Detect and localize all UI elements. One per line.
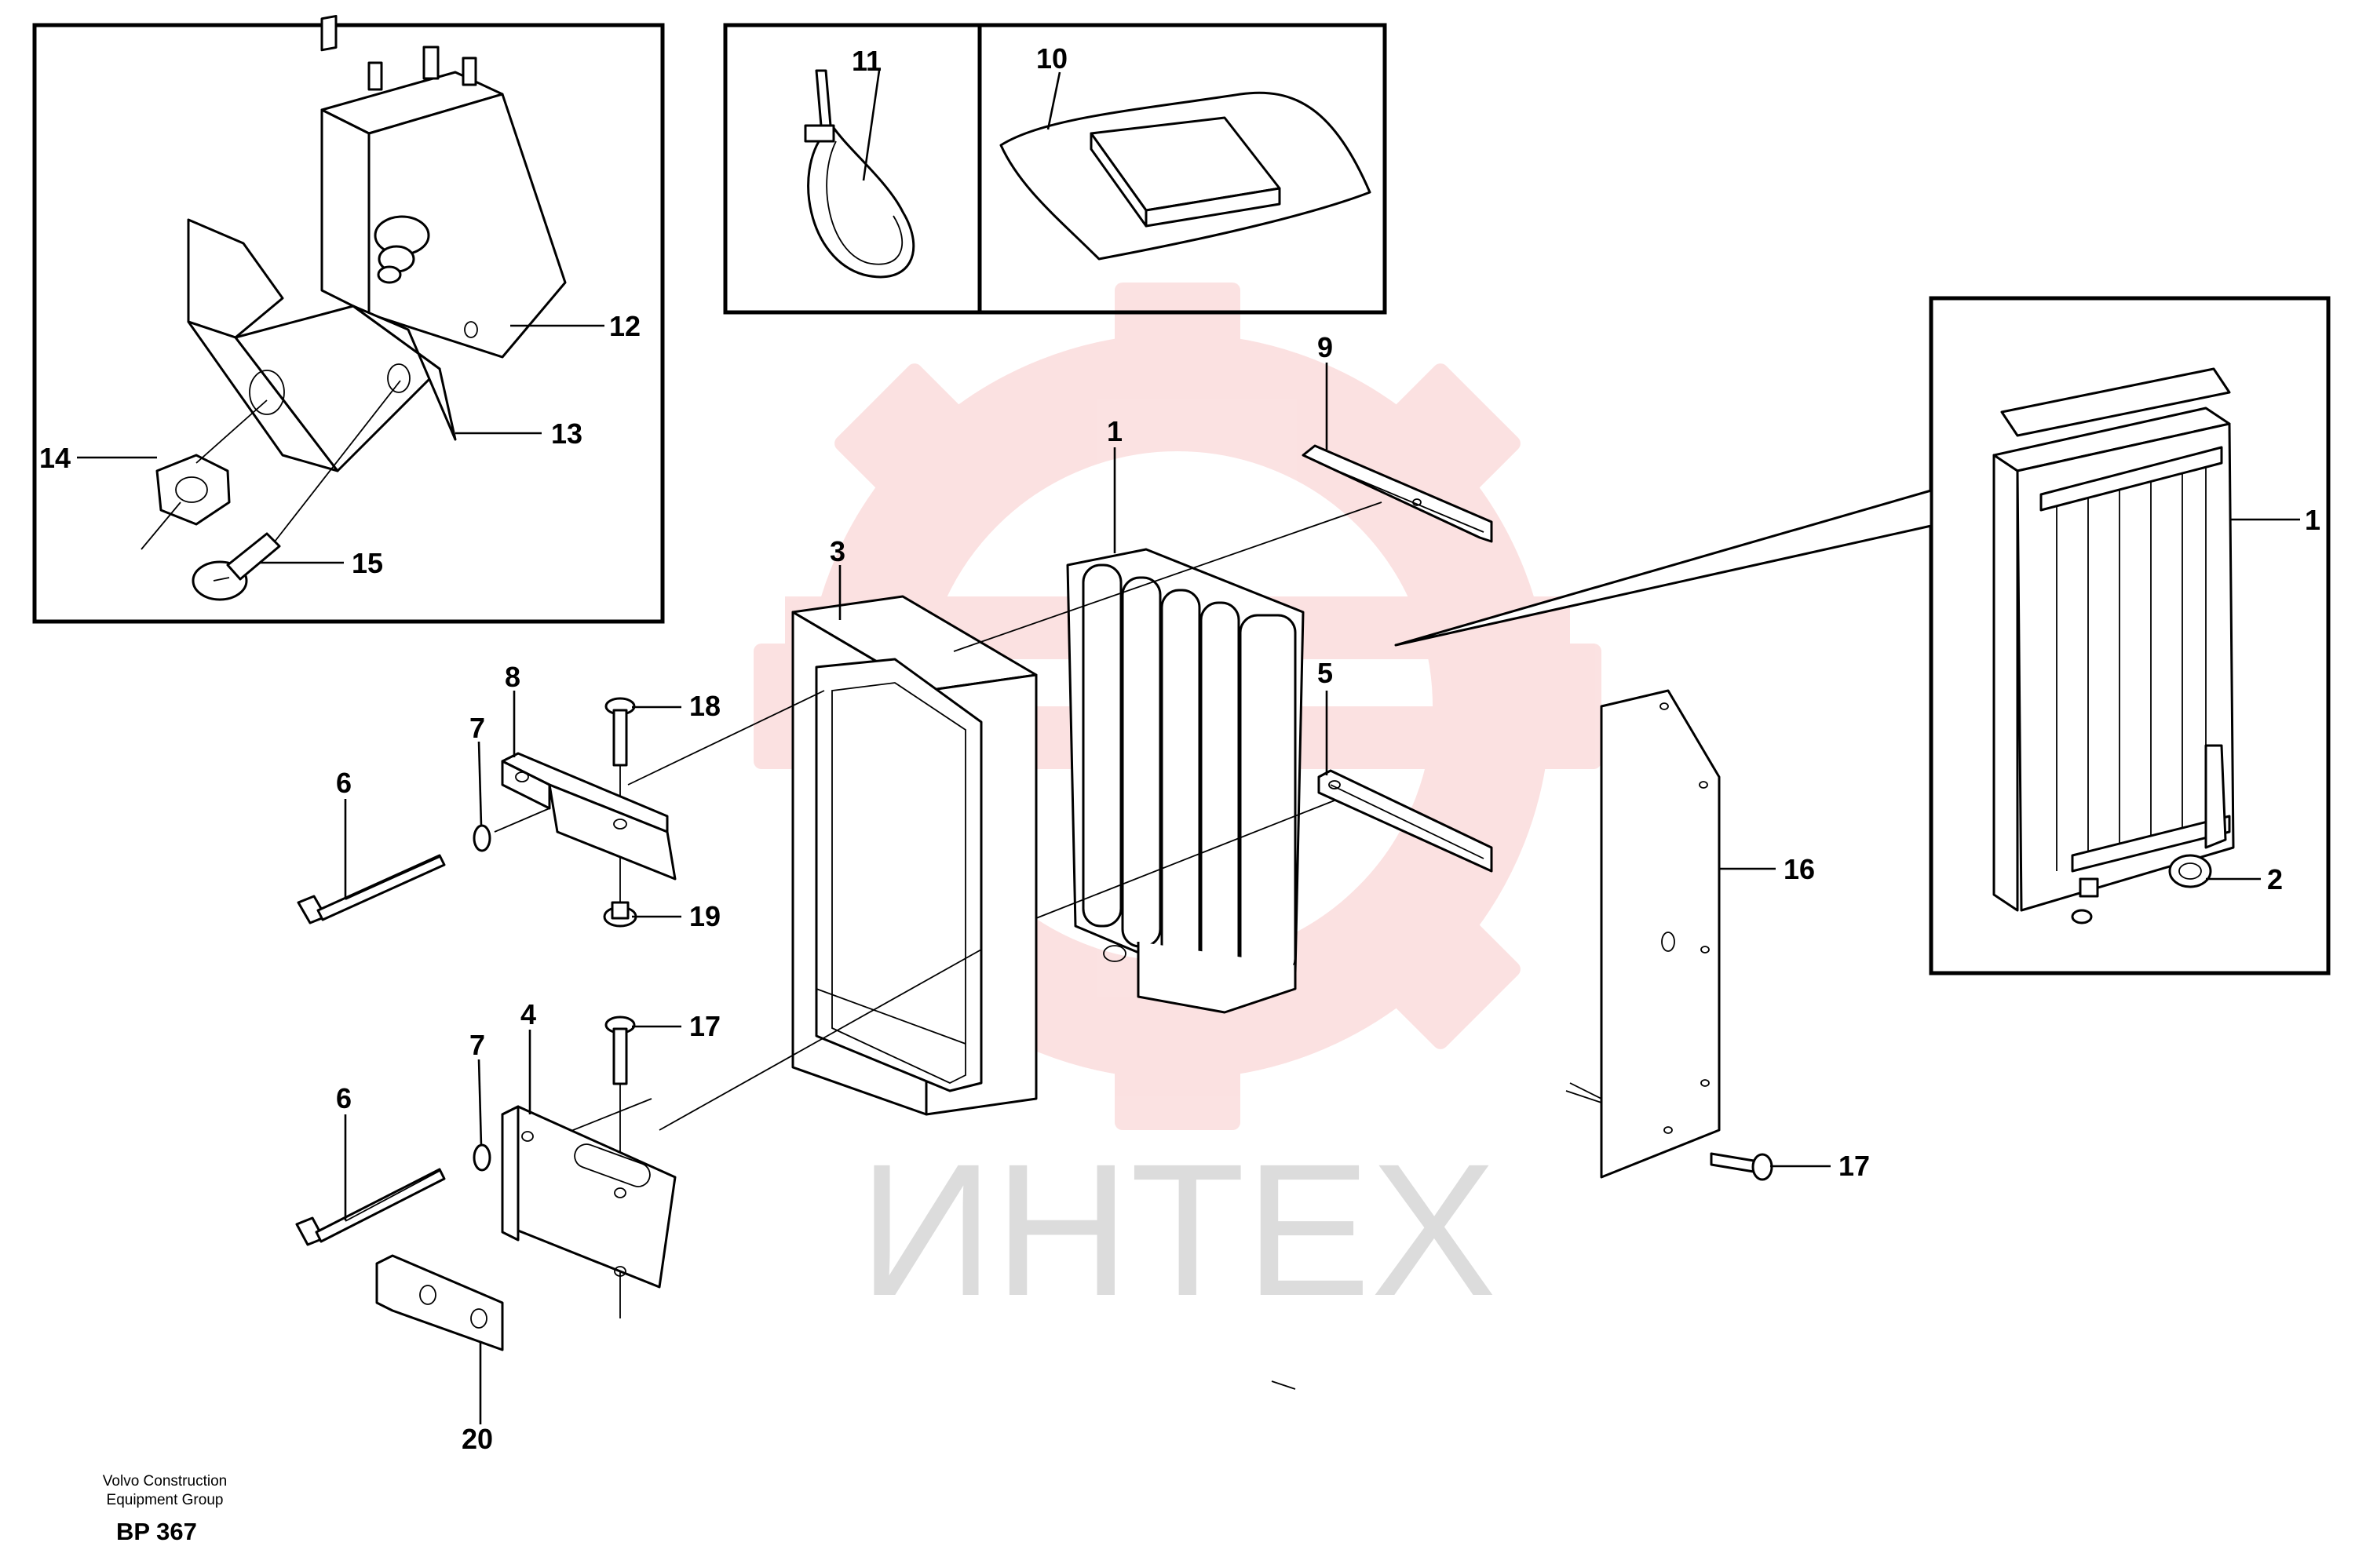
inset-box-sensor <box>32 23 665 624</box>
self-tapping-screw <box>192 380 401 601</box>
callout-8: 8 <box>505 661 520 693</box>
foam-pad <box>999 91 1371 261</box>
screw-18 <box>604 697 636 767</box>
inset-box-foam-pad <box>977 23 1387 315</box>
callout-16: 16 <box>1784 853 1815 885</box>
bolt-upper <box>297 854 446 924</box>
heater-frame <box>791 595 1038 1116</box>
callout-17b: 17 <box>1838 1150 1870 1182</box>
callout-19: 19 <box>689 900 721 932</box>
callout-labels: 11 10 12 13 14 15 1 9 3 5 8 7 6 18 19 17… <box>39 42 2320 1455</box>
inset-box-cooler-detail <box>1929 296 2331 975</box>
mounting-strip-upper <box>1302 444 1493 543</box>
bracket-upper <box>501 752 677 881</box>
callout-15: 15 <box>352 547 383 579</box>
heater-core <box>1066 548 1305 1014</box>
screw-17-left <box>604 1016 636 1085</box>
sensor-switch <box>320 15 567 359</box>
watermark-text: ИНТЕХ <box>859 1125 1497 1335</box>
mounting-bracket-small <box>187 218 457 472</box>
callout-12: 12 <box>609 310 641 342</box>
callout-3: 3 <box>830 535 845 567</box>
org-name-line2: Equipment Group <box>106 1492 224 1508</box>
spacer-plate <box>375 1254 504 1351</box>
callout-20: 20 <box>462 1423 493 1455</box>
callout-17a: 17 <box>689 1010 721 1042</box>
cooler-assembly <box>1992 367 2235 924</box>
callout-1: 1 <box>1107 415 1123 447</box>
footer-block: Volvo Construction Equipment Group BP 36… <box>86 1472 243 1546</box>
page-code: BP 367 <box>116 1518 197 1545</box>
bolt-lower <box>295 1168 446 1246</box>
callout-2: 2 <box>2267 863 2283 895</box>
screw-17-right <box>1710 1152 1773 1181</box>
callout-9: 9 <box>1317 331 1333 363</box>
zoom-wedge <box>1394 489 1933 647</box>
callout-14: 14 <box>39 442 71 474</box>
washer-lower <box>473 1143 491 1172</box>
org-name-line1: Volvo Construction <box>102 1473 228 1490</box>
washer-upper <box>473 824 491 852</box>
hex-nut <box>141 399 268 550</box>
callout-leaders <box>77 70 2300 1424</box>
mounting-strip-lower <box>1317 769 1493 873</box>
callout-4: 4 <box>520 998 536 1030</box>
bracket-lower <box>501 1105 677 1289</box>
callout-13: 13 <box>551 418 582 450</box>
callout-7b: 7 <box>469 1029 485 1061</box>
callout-18: 18 <box>689 690 721 722</box>
nut-19 <box>603 901 637 928</box>
cable-tie <box>804 69 915 279</box>
callout-7a: 7 <box>469 712 485 744</box>
callout-1b: 1 <box>2305 504 2320 536</box>
cover-plate <box>1565 689 1721 1179</box>
callout-5: 5 <box>1317 657 1333 689</box>
callout-6a: 6 <box>336 767 352 799</box>
callout-11: 11 <box>852 45 882 77</box>
callout-10: 10 <box>1036 42 1068 75</box>
callout-6b: 6 <box>336 1082 352 1114</box>
